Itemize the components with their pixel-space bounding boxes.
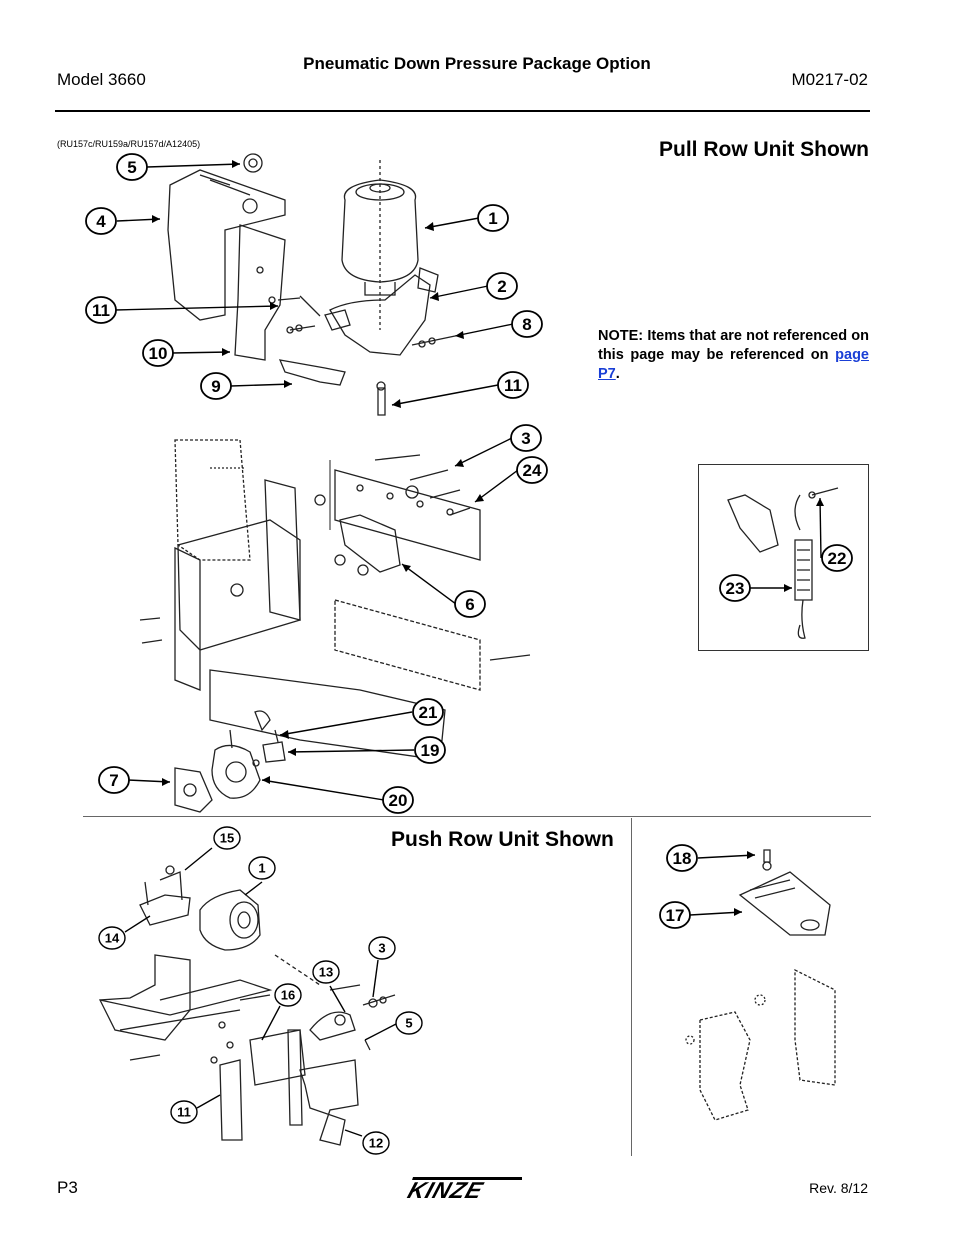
svg-text:22: 22 [828, 549, 847, 568]
push-section-title: Push Row Unit Shown [391, 828, 614, 851]
callout-7: 7 [98, 766, 130, 794]
figure-reference: (RU157c/RU159a/RU157d/A12405) [57, 139, 201, 149]
svg-text:14: 14 [105, 931, 120, 946]
callout-19: 19 [414, 736, 446, 764]
callout-11: 11 [85, 296, 117, 324]
page-p7-link[interactable]: page P7 [598, 347, 869, 382]
page-number: P3 [57, 1178, 78, 1197]
svg-text:24: 24 [523, 461, 542, 480]
svg-text:5: 5 [127, 158, 136, 177]
document-number: M0217-02 [791, 70, 868, 89]
section-divider [83, 816, 871, 817]
svg-text:23: 23 [726, 579, 745, 598]
svg-text:15: 15 [220, 831, 234, 846]
revision-date: Rev. 8/12 [809, 1180, 868, 1196]
callout-8: 8 [511, 310, 543, 338]
svg-text:11: 11 [92, 301, 110, 320]
pull-callout-group: 5 4 1 2 11 8 10 9 11 3 24 6 21 19 7 20 [85, 153, 548, 814]
callout-3: 3 [368, 936, 396, 960]
vertical-divider [631, 818, 632, 1156]
svg-text:7: 7 [109, 771, 118, 790]
note-text: NOTE: Items that are not referenced on t… [598, 328, 869, 382]
svg-text:16: 16 [281, 988, 295, 1003]
spring-inset-frame [698, 464, 869, 651]
callout-6: 6 [454, 590, 486, 618]
callout-5: 5 [116, 153, 148, 181]
callout-4: 4 [85, 207, 117, 235]
push-row-unit-drawing [98, 865, 396, 1146]
svg-text:11: 11 [504, 376, 522, 395]
callout-2: 2 [486, 272, 518, 300]
svg-text:3: 3 [521, 429, 530, 448]
callout-5: 5 [395, 1011, 423, 1035]
callout-14: 14 [98, 926, 126, 950]
pull-row-unit-drawing [139, 153, 531, 813]
svg-text:10: 10 [149, 344, 168, 363]
callout-22: 22 [821, 544, 853, 572]
svg-text:1: 1 [488, 209, 497, 228]
header-rule [55, 110, 870, 112]
svg-text:18: 18 [673, 849, 692, 868]
inset-callout-group: 22 23 [719, 544, 853, 602]
svg-text:2: 2 [497, 277, 506, 296]
callout-15: 15 [213, 826, 241, 850]
callout-12: 12 [362, 1131, 390, 1155]
svg-text:21: 21 [419, 703, 438, 722]
svg-text:5: 5 [405, 1016, 412, 1031]
callout-10: 10 [142, 339, 174, 367]
svg-text:12: 12 [369, 1136, 383, 1151]
svg-text:20: 20 [389, 791, 408, 810]
svg-text:17: 17 [666, 906, 685, 925]
spring-inset-drawing [727, 487, 839, 639]
model-label: Model 3660 [57, 70, 146, 89]
callout-13: 13 [312, 960, 340, 984]
push-inset-drawing [685, 849, 836, 1121]
kinze-logo: KINZE [404, 1174, 524, 1207]
callout-3: 3 [510, 424, 542, 452]
callout-21: 21 [412, 698, 444, 726]
svg-text:KINZE: KINZE [405, 1178, 487, 1202]
svg-text:13: 13 [319, 965, 333, 980]
callout-1: 1 [248, 856, 276, 880]
callout-9: 9 [200, 372, 232, 400]
svg-text:8: 8 [522, 315, 531, 334]
push-callout-group: 15 1 14 3 13 16 5 11 12 [98, 826, 423, 1155]
leader-lines [114, 163, 822, 1137]
callout-11: 11 [497, 371, 529, 399]
svg-text:4: 4 [96, 212, 106, 231]
callout-20: 20 [382, 786, 414, 814]
callout-24: 24 [516, 456, 548, 484]
callout-17: 17 [659, 901, 691, 929]
svg-text:9: 9 [211, 377, 220, 396]
svg-text:1: 1 [258, 861, 265, 876]
callout-1: 1 [477, 204, 509, 232]
svg-text:19: 19 [421, 741, 440, 760]
arrowheads [152, 160, 824, 916]
callout-16: 16 [274, 983, 302, 1007]
pull-section-title: Pull Row Unit Shown [659, 138, 869, 161]
svg-text:3: 3 [378, 941, 385, 956]
callout-11: 11 [170, 1100, 198, 1124]
callout-23: 23 [719, 574, 751, 602]
svg-text:11: 11 [177, 1105, 191, 1120]
svg-text:6: 6 [465, 595, 474, 614]
page-title: Pneumatic Down Pressure Package Option [303, 54, 651, 73]
callout-18: 18 [666, 844, 698, 872]
